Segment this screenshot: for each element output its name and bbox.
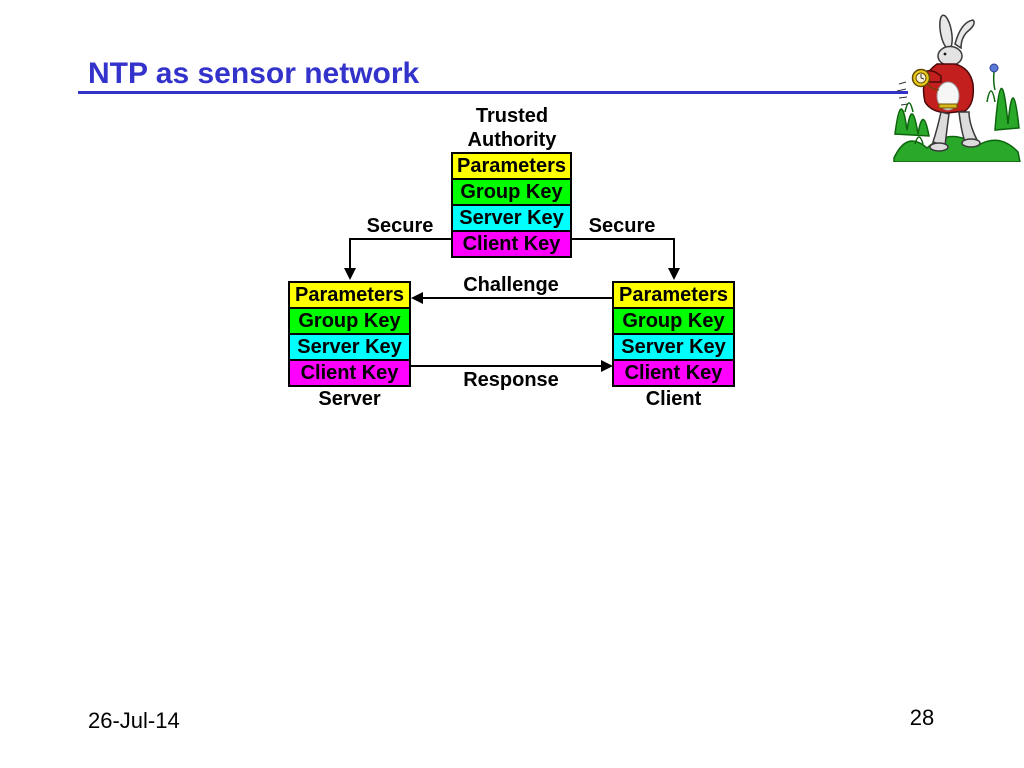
authority-row-parameters: Parameters bbox=[451, 152, 572, 180]
trusted-authority-line1: Trusted bbox=[475, 105, 549, 127]
server-row-group-key: Group Key bbox=[288, 307, 411, 335]
white-rabbit-illustration bbox=[893, 14, 1021, 162]
server-caption: Server bbox=[318, 388, 381, 410]
slide-number: 28 bbox=[909, 705, 935, 730]
authority-row-server-key: Server Key bbox=[451, 204, 572, 232]
pocket-watch-icon bbox=[911, 68, 931, 88]
client-row-client-key: Client Key bbox=[612, 359, 735, 387]
server-stack: Parameters Group Key Server Key Client K… bbox=[288, 281, 411, 387]
rabbit-icon bbox=[911, 14, 999, 152]
server-row-client-key: Client Key bbox=[288, 359, 411, 387]
grass-icon bbox=[893, 81, 1021, 162]
client-row-server-key: Server Key bbox=[612, 333, 735, 361]
client-stack: Parameters Group Key Server Key Client K… bbox=[612, 281, 735, 387]
challenge-label: Challenge bbox=[463, 274, 559, 296]
client-row-group-key: Group Key bbox=[612, 307, 735, 335]
title-underline bbox=[78, 91, 908, 94]
footer-date: 26-Jul-14 bbox=[88, 708, 180, 733]
authority-row-group-key: Group Key bbox=[451, 178, 572, 206]
slide-title: NTP as sensor network bbox=[88, 57, 420, 90]
response-label: Response bbox=[463, 369, 559, 391]
client-row-parameters: Parameters bbox=[612, 281, 735, 309]
server-row-parameters: Parameters bbox=[288, 281, 411, 309]
client-caption: Client bbox=[645, 388, 702, 410]
authority-row-client-key: Client Key bbox=[451, 230, 572, 258]
trusted-authority-line2: Authority bbox=[467, 129, 557, 151]
secure-left-label: Secure bbox=[366, 215, 434, 237]
authority-stack: Parameters Group Key Server Key Client K… bbox=[451, 152, 572, 258]
secure-right-arrowhead-icon bbox=[668, 268, 680, 280]
trusted-authority-label: Trusted Authority bbox=[412, 104, 612, 152]
challenge-arrowhead-icon bbox=[411, 292, 423, 304]
secure-left-arrow-line bbox=[349, 238, 452, 270]
secure-right-arrow-line bbox=[572, 238, 675, 270]
server-row-server-key: Server Key bbox=[288, 333, 411, 361]
secure-left-arrowhead-icon bbox=[344, 268, 356, 280]
secure-right-label: Secure bbox=[588, 215, 656, 237]
